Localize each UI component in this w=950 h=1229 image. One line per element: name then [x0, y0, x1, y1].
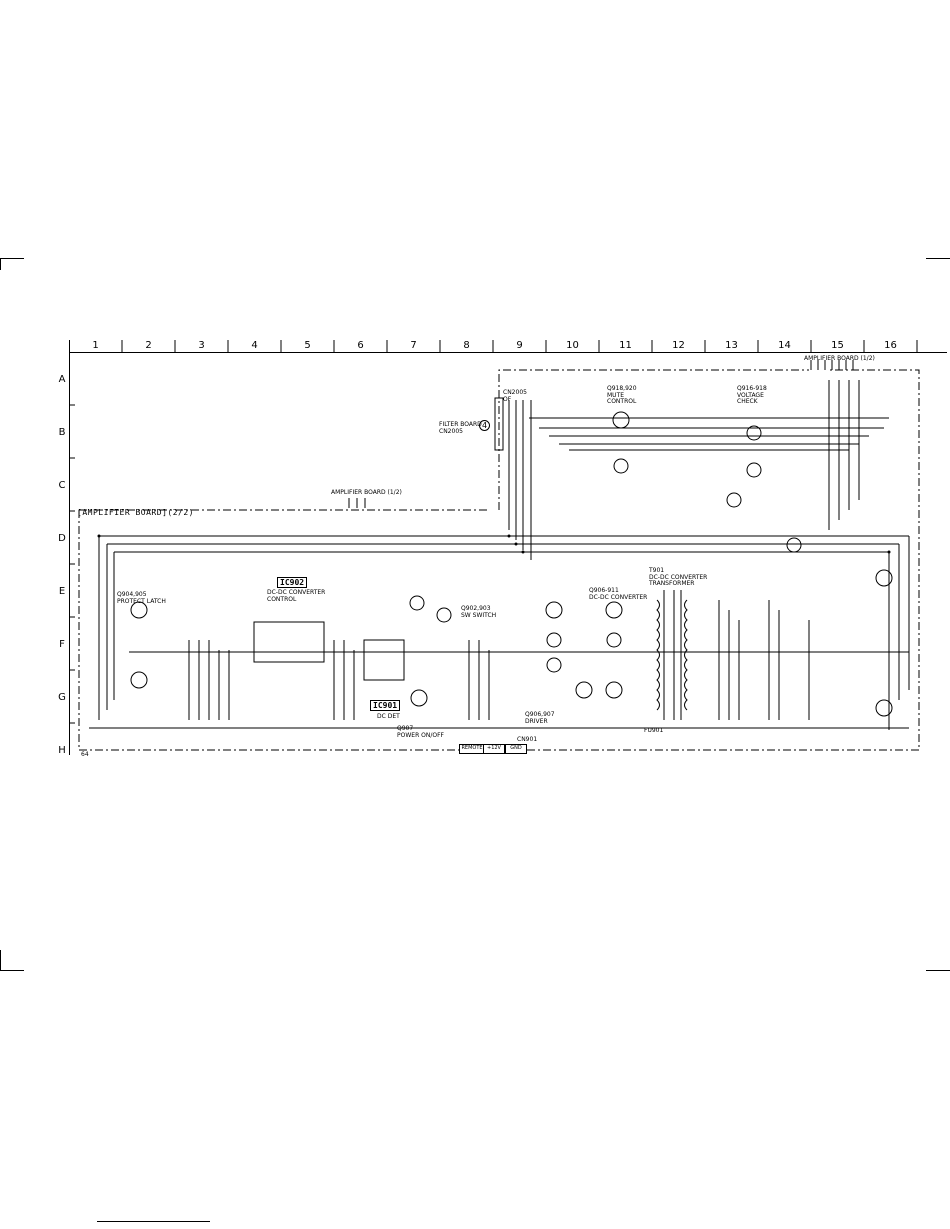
frame-top-rule [69, 352, 947, 353]
board-title: [AMPLIFIER BOARD](2/2) [77, 508, 194, 517]
row-header: B [58, 427, 66, 438]
crop-mark [0, 950, 1, 970]
cn901-label: CN901 [517, 736, 538, 743]
amplifier-board-top-label: AMPLIFIER BOARD (1/2) [804, 355, 875, 362]
column-header: 4 [251, 340, 258, 351]
column-header: 15 [831, 340, 844, 351]
column-header: 10 [566, 340, 579, 351]
amplifier-board-mid-label: AMPLIFIER BOARD (1/2) [331, 489, 402, 496]
column-header: 1 [92, 340, 99, 351]
transformer-description: T901 DC-DC CONVERTER TRANSFORMER [649, 567, 708, 588]
column-header: 13 [725, 340, 738, 351]
corner-code: 64 [81, 751, 89, 758]
row-header: F [59, 639, 65, 650]
crop-mark [926, 970, 950, 971]
ic901-description: DC DET [377, 713, 400, 720]
row-header: A [58, 374, 66, 385]
dc-converter-description: Q906-911 DC-DC CONVERTER [589, 587, 648, 601]
voltage-check-description: Q916-918 VOLTAGE CHECK [737, 385, 767, 406]
power-onoff-description: Q907 POWER ON/OFF [397, 725, 444, 739]
crop-mark [926, 258, 950, 259]
row-header: C [58, 480, 66, 491]
column-header: 2 [145, 340, 152, 351]
sw-switch-description: Q902,903 SW SWITCH [461, 605, 497, 619]
column-header: 8 [463, 340, 470, 351]
driver-description: Q906,907 DRIVER [525, 711, 555, 725]
column-header: 16 [884, 340, 897, 351]
column-header: 3 [198, 340, 205, 351]
column-header: 5 [304, 340, 311, 351]
ic902-label: IC902 [277, 577, 308, 588]
crop-mark [0, 258, 1, 270]
filter-number-label: 4 [479, 420, 490, 431]
row-header: G [58, 692, 66, 703]
cn2005-label: CN2005 OF [503, 389, 527, 403]
ic902-description: DC-DC CONVERTER CONTROL [267, 589, 326, 603]
crop-mark [0, 258, 24, 259]
protect-latch-description: Q904,905 PROTECT LATCH [117, 591, 166, 605]
row-header: D [58, 533, 66, 544]
frame-left-rule [69, 340, 70, 755]
gnd-connector: GND [505, 744, 527, 754]
remote-connector: REMOTE [459, 744, 485, 754]
row-header: H [58, 745, 66, 756]
schematic-wiring [69, 340, 920, 751]
ic901-label: IC901 [370, 700, 401, 711]
column-header: 9 [516, 340, 523, 351]
column-header: 6 [357, 340, 364, 351]
column-header: 11 [619, 340, 632, 351]
fu901-label: FU901 [644, 727, 664, 734]
12v-connector: +12V [483, 744, 505, 754]
bottom-rule [97, 1221, 210, 1222]
column-header: 12 [672, 340, 685, 351]
row-header: E [58, 586, 66, 597]
mute-control-description: Q918,920 MUTE CONTROL [607, 385, 637, 406]
crop-mark [0, 970, 24, 971]
column-header: 14 [778, 340, 791, 351]
filter-board-label: FILTER BOARD CN2005 [439, 421, 482, 435]
column-header: 7 [410, 340, 417, 351]
